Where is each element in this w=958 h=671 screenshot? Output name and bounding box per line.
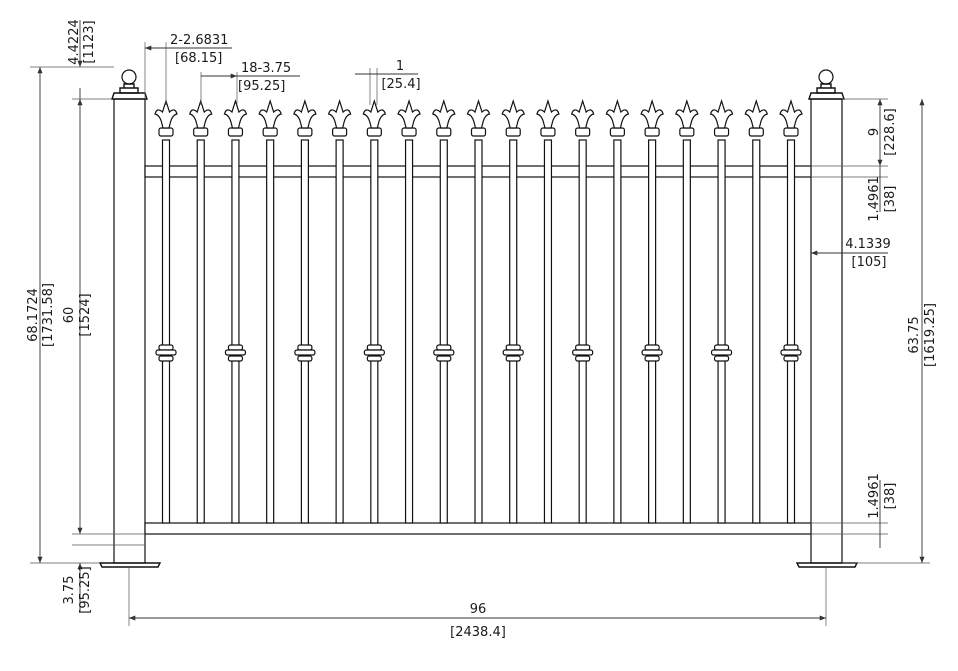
overall-width-metric: [2438.4] — [450, 625, 506, 640]
right-post — [810, 98, 843, 564]
picket-ring — [641, 344, 663, 362]
picket-ring — [363, 344, 385, 362]
post-width-imperial: 4.1339 — [845, 237, 891, 252]
end-picket-gap-metric: [68.15] — [175, 51, 222, 66]
overall-height-metric: [1731.58] — [41, 283, 56, 347]
left-post-finial-neck — [119, 83, 139, 94]
left-post-base-plate — [98, 562, 162, 568]
picket — [570, 99, 595, 524]
pickets — [154, 99, 803, 524]
right-post-finial-neck — [816, 83, 836, 94]
post-height-metric: [1524] — [78, 293, 93, 336]
dimension-labels: 4.4224 [1123] 2-2.6831 [68.15] 18-3.75 [… — [26, 19, 938, 640]
picket — [536, 99, 560, 524]
top-rail-height-imperial: 1.4961 — [867, 176, 882, 222]
picket — [397, 99, 421, 524]
picket — [640, 99, 664, 524]
picket — [501, 99, 525, 524]
picket-spacing-imperial: 18-3.75 — [241, 61, 291, 76]
ground-clearance-imperial: 3.75 — [62, 576, 77, 605]
ground-clearance-metric: [95.25] — [78, 566, 93, 613]
picket-rings — [155, 344, 802, 362]
picket — [744, 99, 769, 524]
left-post-cap — [111, 92, 148, 100]
right-post-finial — [818, 69, 834, 85]
bottom-rail-height-imperial: 1.4961 — [867, 473, 882, 519]
right-post-cap — [808, 92, 845, 100]
picket — [188, 99, 213, 524]
post-cap-height-metric: [1123] — [82, 20, 97, 63]
left-post-finial — [121, 69, 137, 85]
picket-width-imperial: 1 — [396, 59, 404, 74]
picket — [223, 99, 248, 524]
panel-height-imperial: 63.75 — [907, 316, 922, 353]
left-post — [113, 98, 146, 564]
overall-width-imperial: 96 — [470, 602, 487, 617]
picket-ring — [710, 344, 733, 362]
picket — [258, 99, 282, 524]
picket-ring — [433, 344, 455, 362]
picket — [362, 99, 387, 524]
picket-spacing-metric: [95.25] — [238, 79, 285, 94]
dimension-lines — [30, 20, 930, 626]
picket-ring — [502, 344, 524, 362]
picket — [605, 99, 630, 524]
post-width-metric: [105] — [852, 255, 887, 270]
picket-ring — [294, 344, 316, 362]
picket — [466, 99, 491, 524]
picket — [779, 99, 803, 524]
right-post-base-plate — [795, 562, 859, 568]
picket — [154, 99, 178, 524]
picket — [675, 99, 699, 524]
picket-ring — [780, 344, 802, 362]
picket — [293, 99, 317, 524]
spear-height-metric: [228.6] — [883, 108, 898, 155]
panel-height-metric: [1619.25] — [923, 303, 938, 367]
bottom-rail — [144, 522, 812, 535]
spear-height-imperial: 9 — [867, 128, 882, 136]
top-rail-height-metric: [38] — [883, 186, 898, 213]
picket-ring — [572, 344, 594, 362]
picket-ring — [224, 344, 247, 362]
post-cap-height-imperial: 4.4224 — [67, 19, 82, 65]
end-picket-gap-imperial: 2-2.6831 — [170, 33, 228, 48]
post-height-imperial: 60 — [62, 307, 77, 324]
picket — [432, 99, 456, 524]
overall-height-imperial: 68.1724 — [26, 288, 41, 342]
picket-ring — [155, 344, 177, 362]
picket-width-metric: [25.4] — [381, 77, 420, 92]
bottom-rail-height-metric: [38] — [883, 483, 898, 510]
picket — [327, 99, 352, 524]
fence-structure — [98, 69, 859, 568]
picket — [709, 99, 734, 524]
